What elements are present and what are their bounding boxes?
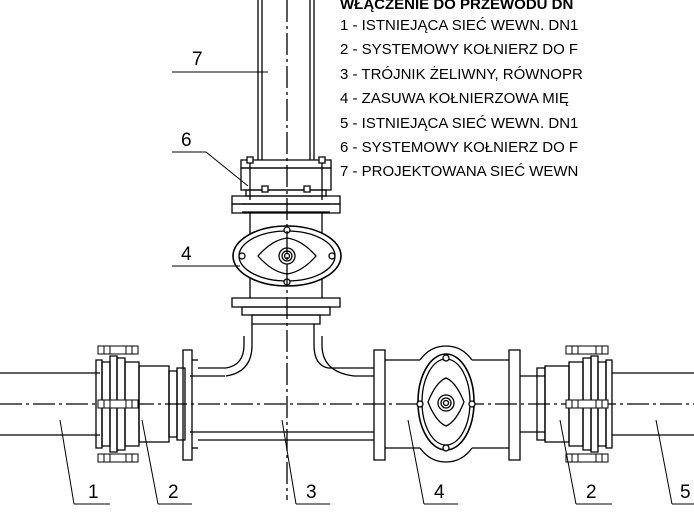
tee-right-flange xyxy=(374,350,385,460)
callout-6: 6 xyxy=(181,130,192,151)
legend: WŁĄCZENIE DO PRZEWODU DN 1 - ISTNIEJĄCA … xyxy=(340,0,694,186)
legend-title: WŁĄCZENIE DO PRZEWODU DN xyxy=(340,0,574,13)
tee-left-flange xyxy=(183,350,198,460)
left-coupling xyxy=(96,346,185,462)
legend-item: 4 - ZASUWA KOŁNIERZOWA MIĘ xyxy=(340,90,569,108)
horizontal-valve xyxy=(385,346,520,462)
legend-item: 1 - ISTNIEJĄCA SIEĆ WEWN. DN1 xyxy=(340,17,579,34)
legend-item: 6 - SYSTEMOWY KOŁNIERZ DO F xyxy=(340,139,579,157)
leader-lines xyxy=(60,72,694,504)
callout-5: 5 xyxy=(680,482,691,503)
main-pipe xyxy=(0,373,694,435)
legend-item: 2 - SYSTEMOWY KOŁNIERZ DO F xyxy=(340,41,579,59)
vertical-branch xyxy=(232,0,341,324)
legend-item: 3 - TRÓJNIK ŻELIWNY, RÓWNOPR xyxy=(340,65,583,83)
callout-2-right: 2 xyxy=(586,482,597,503)
tee-fitting xyxy=(198,324,374,440)
right-coupling xyxy=(537,346,640,462)
callout-3: 3 xyxy=(306,482,317,503)
legend-item: 7 - PROJEKTOWANA SIEĆ WEWN xyxy=(340,163,579,181)
callout-2-left: 2 xyxy=(168,482,179,503)
callout-4-top: 4 xyxy=(181,244,192,265)
callout-4-bottom: 4 xyxy=(434,482,445,503)
callout-1: 1 xyxy=(88,482,99,503)
callout-7: 7 xyxy=(192,49,203,70)
legend-item: 5 - ISTNIEJĄCA SIEĆ WEWN. DN1 xyxy=(340,114,579,132)
